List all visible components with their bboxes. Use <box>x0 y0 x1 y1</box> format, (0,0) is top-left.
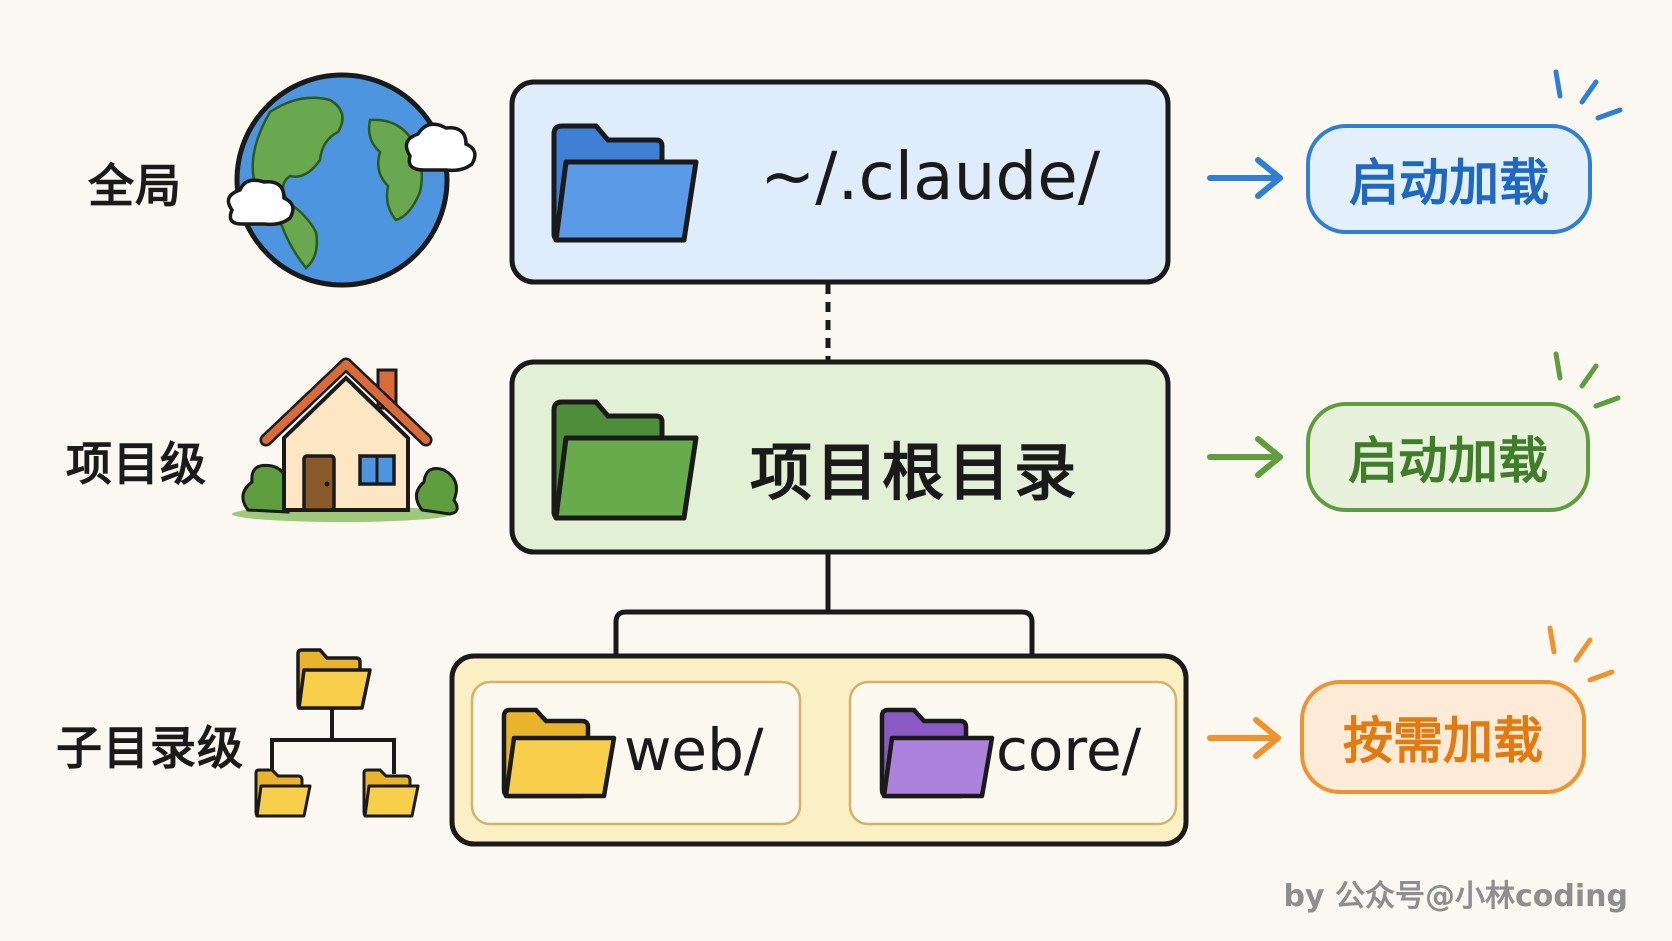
level-label-project: 项目级 <box>66 437 207 491</box>
spark-orange-icon <box>1547 625 1615 683</box>
global-path-text: ~/.claude/ <box>760 138 1101 215</box>
purple-folder-icon <box>879 707 995 799</box>
blue-folder-icon <box>551 123 699 243</box>
green-folder-icon <box>551 399 699 521</box>
level-label-subdir: 子目录级 <box>56 721 244 775</box>
core-folder-text: core/ <box>996 716 1142 784</box>
connector-tree <box>613 553 1035 668</box>
arrow-subdir <box>1207 717 1281 759</box>
arrow-project <box>1207 436 1283 478</box>
badge-subdir: 按需加载 <box>1300 680 1586 794</box>
web-folder-text: web/ <box>624 716 764 784</box>
yellow-folder-icon <box>501 707 617 799</box>
arrow-global <box>1207 157 1283 199</box>
badge-global: 启动加载 <box>1306 124 1592 234</box>
level-label-global: 全局 <box>88 159 182 213</box>
globe-icon <box>226 72 477 288</box>
badge-project: 启动加载 <box>1306 402 1590 512</box>
house-icon <box>232 357 459 522</box>
spark-blue-icon <box>1553 69 1623 121</box>
credit-text: by 公众号@小林coding <box>1283 879 1628 914</box>
project-root-text: 项目根目录 <box>750 436 1081 509</box>
spark-green-icon <box>1553 351 1621 409</box>
folder-tree-icon <box>254 648 420 818</box>
